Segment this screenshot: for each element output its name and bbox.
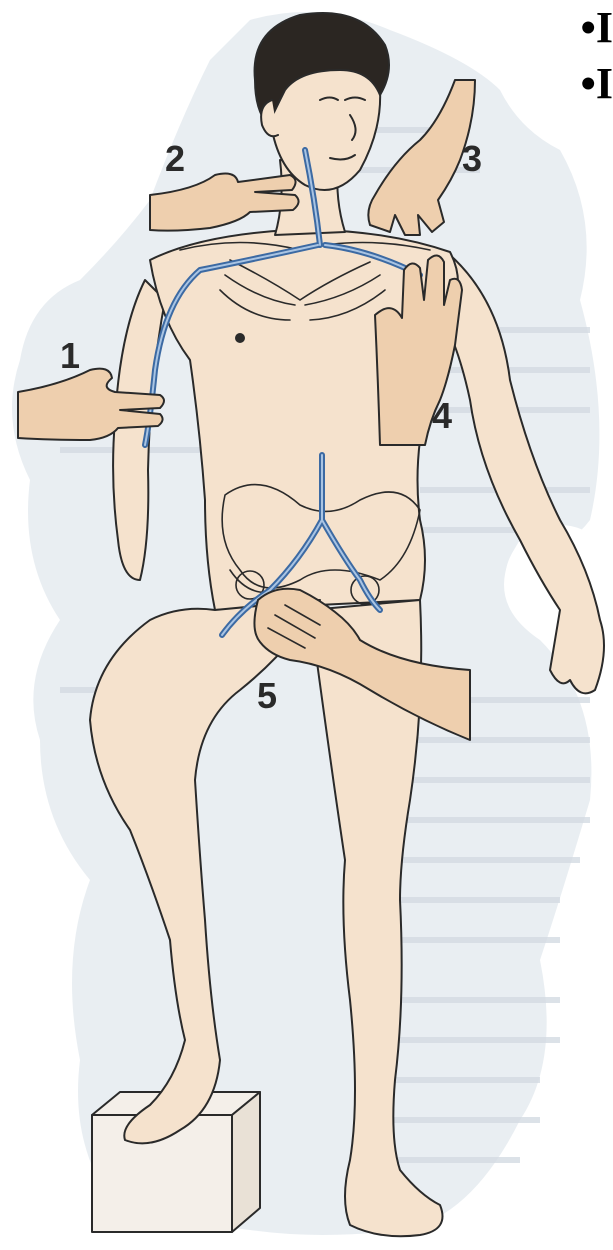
bullet-list: •I •I: [576, 0, 613, 112]
marker-4: 4: [432, 395, 452, 437]
marker-5: 5: [257, 675, 277, 717]
marker-3: 3: [462, 138, 482, 180]
bullet-item: •I: [576, 0, 613, 56]
bullet-item: •I: [576, 56, 613, 112]
marker-2: 2: [165, 138, 185, 180]
nipple: [236, 334, 244, 342]
marker-1: 1: [60, 335, 80, 377]
